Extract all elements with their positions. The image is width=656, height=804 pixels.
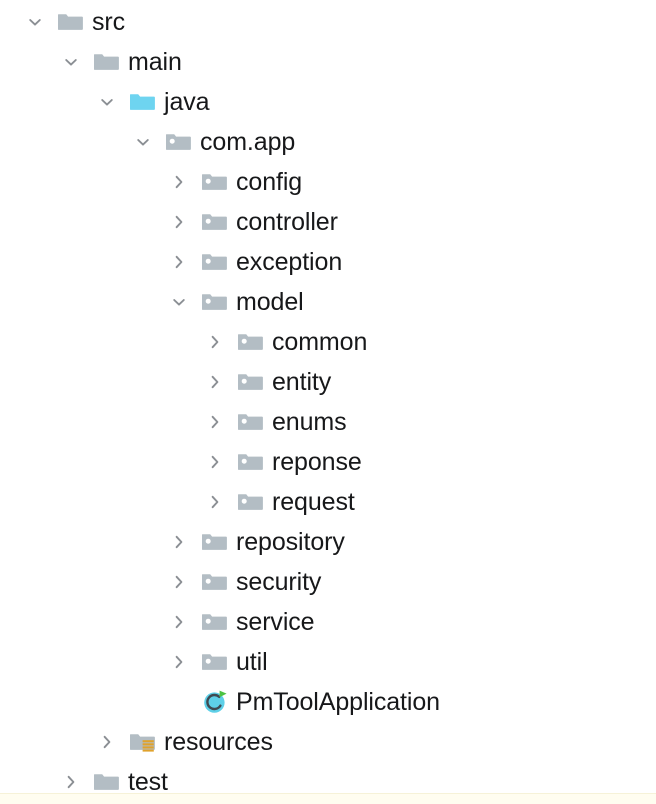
tree-item-label: test	[128, 767, 168, 796]
tree-item-label: main	[128, 47, 182, 76]
chevron-right-icon[interactable]	[204, 482, 226, 522]
tree-item-label: service	[236, 607, 315, 636]
tree-item-label: security	[236, 567, 322, 596]
tree-item-label: reponse	[272, 447, 362, 476]
folder-package-icon	[238, 402, 264, 442]
folder-icon	[58, 2, 84, 42]
tree-row-com-app[interactable]: com.app	[0, 122, 656, 162]
chevron-right-icon[interactable]	[96, 722, 118, 762]
spring-boot-icon	[202, 682, 228, 722]
chevron-placeholder-icon	[168, 682, 190, 722]
tree-item-label: java	[164, 87, 210, 116]
folder-package-icon	[202, 602, 228, 642]
tree-row-test[interactable]: test	[0, 762, 656, 802]
chevron-right-icon[interactable]	[168, 602, 190, 642]
tree-row-config[interactable]: config	[0, 162, 656, 202]
chevron-right-icon[interactable]	[168, 522, 190, 562]
tree-row-entity[interactable]: entity	[0, 362, 656, 402]
folder-package-icon	[202, 242, 228, 282]
tree-item-label: resources	[164, 727, 273, 756]
folder-package-icon	[202, 562, 228, 602]
folder-package-icon	[202, 522, 228, 562]
tree-row-security[interactable]: security	[0, 562, 656, 602]
chevron-down-icon[interactable]	[168, 282, 190, 322]
folder-package-icon	[238, 442, 264, 482]
chevron-right-icon[interactable]	[168, 202, 190, 242]
tree-item-label: model	[236, 287, 304, 316]
tree-row-pmtoolapplication[interactable]: PmToolApplication	[0, 682, 656, 722]
tree-item-label: enums	[272, 407, 347, 436]
chevron-right-icon[interactable]	[204, 402, 226, 442]
tree-row-common[interactable]: common	[0, 322, 656, 362]
folder-package-icon	[238, 482, 264, 522]
tree-item-label: entity	[272, 367, 332, 396]
chevron-down-icon[interactable]	[60, 42, 82, 82]
tree-row-repository[interactable]: repository	[0, 522, 656, 562]
tree-item-label: config	[236, 167, 303, 196]
chevron-right-icon[interactable]	[168, 162, 190, 202]
tree-item-label: util	[236, 647, 268, 676]
tree-row-src[interactable]: src	[0, 2, 656, 42]
chevron-down-icon[interactable]	[24, 2, 46, 42]
tree-row-service[interactable]: service	[0, 602, 656, 642]
folder-icon	[94, 42, 120, 82]
bottom-edge-strip	[0, 793, 656, 804]
chevron-right-icon[interactable]	[168, 642, 190, 682]
folder-package-icon	[166, 122, 192, 162]
tree-row-java[interactable]: java	[0, 82, 656, 122]
folder-package-icon	[202, 642, 228, 682]
chevron-right-icon[interactable]	[204, 362, 226, 402]
chevron-down-icon[interactable]	[132, 122, 154, 162]
folder-package-icon	[202, 282, 228, 322]
tree-row-resources[interactable]: resources	[0, 722, 656, 762]
tree-row-reponse[interactable]: reponse	[0, 442, 656, 482]
tree-row-main[interactable]: main	[0, 42, 656, 82]
tree-item-label: PmToolApplication	[236, 687, 440, 716]
folder-package-icon	[238, 322, 264, 362]
tree-item-label: common	[272, 327, 368, 356]
chevron-down-icon[interactable]	[96, 82, 118, 122]
chevron-right-icon[interactable]	[168, 242, 190, 282]
tree-item-label: exception	[236, 247, 343, 276]
folder-icon	[94, 762, 120, 802]
tree-row-model[interactable]: model	[0, 282, 656, 322]
chevron-right-icon[interactable]	[204, 442, 226, 482]
folder-resources-icon	[130, 722, 156, 762]
chevron-right-icon[interactable]	[60, 762, 82, 802]
folder-package-icon	[238, 362, 264, 402]
tree-item-label: request	[272, 487, 355, 516]
folder-java-icon	[130, 82, 156, 122]
tree-row-util[interactable]: util	[0, 642, 656, 682]
tree-item-label: controller	[236, 207, 338, 236]
tree-item-label: src	[92, 7, 126, 36]
chevron-right-icon[interactable]	[204, 322, 226, 362]
tree-item-label: repository	[236, 527, 345, 556]
tree-row-controller[interactable]: controller	[0, 202, 656, 242]
folder-package-icon	[202, 162, 228, 202]
tree-item-label: com.app	[200, 127, 296, 156]
tree-row-request[interactable]: request	[0, 482, 656, 522]
folder-package-icon	[202, 202, 228, 242]
tree-row-enums[interactable]: enums	[0, 402, 656, 442]
tree-row-exception[interactable]: exception	[0, 242, 656, 282]
chevron-right-icon[interactable]	[168, 562, 190, 602]
